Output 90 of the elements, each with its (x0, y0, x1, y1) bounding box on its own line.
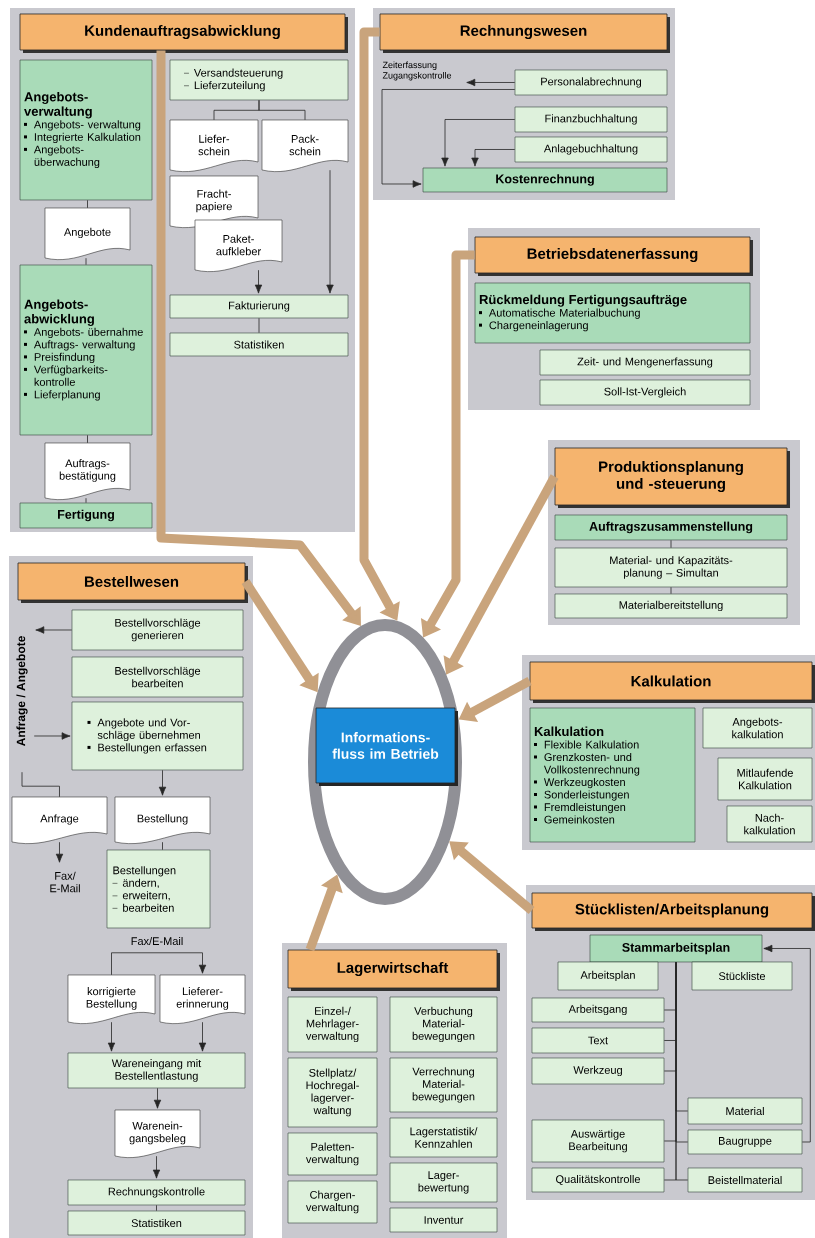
process-box: Bestellvorschläge bearbeiten (71, 656, 244, 698)
connector-arrow (152, 1155, 161, 1179)
connector-line (670, 539, 672, 549)
process-box: Anlagebuchhaltung (514, 136, 668, 163)
process-box: Personalabrechnung (514, 69, 668, 96)
process-box: Arbeitsplan (557, 961, 659, 991)
process-box: Arbeitsgang (531, 997, 665, 1023)
process-box: Inventur (389, 1207, 498, 1233)
process-box: Mitlaufende Kalkulation (717, 757, 813, 801)
connector-arrow (158, 769, 167, 796)
process-box: Nach- kalkulation (726, 805, 813, 843)
connector-line (258, 317, 260, 334)
connector-line (87, 434, 88, 444)
process-box: Materialbereitstellung (554, 593, 788, 619)
connector-line (21, 771, 60, 798)
process-box: Zeit- und Mengenerfassung (539, 349, 751, 376)
connector-arrow (198, 1021, 207, 1052)
connector-arrow (471, 149, 516, 167)
section-header: Rechnungswesen (379, 13, 670, 53)
section-header: Bestellwesen (17, 562, 248, 603)
ring-shape (308, 619, 462, 905)
section-header: Betriebsdatenerfassung (474, 236, 753, 276)
text-label: Fax/ E-Mail (50, 871, 80, 893)
connector-arrow (441, 119, 516, 167)
process-box: Paletten- verwaltung (287, 1132, 378, 1176)
process-box: Stammarbeitsplan (589, 934, 763, 963)
process-box: Material (687, 1097, 803, 1125)
process-box: Baugruppe (687, 1129, 803, 1155)
flow-arrow (449, 841, 535, 914)
connector-line (670, 586, 672, 595)
process-box: Finanzbuchhaltung (514, 106, 668, 133)
process-box: Stellplatz/ Hochregal- lagerver- waltung (287, 1057, 378, 1128)
center-box: Informations- fluss im Betrieb (315, 707, 458, 786)
process-box: Auswärtige Bearbeitung (531, 1119, 665, 1163)
process-box: Statistiken (67, 1210, 246, 1236)
connector-arrow (111, 952, 207, 976)
connector-line (85, 497, 87, 504)
process-box: Soll-Ist-Vergleich (539, 379, 751, 406)
process-box: Versandsteuerung Lieferzuteilung (169, 59, 349, 101)
connector-arrow (326, 169, 334, 294)
connector-arrow (107, 1021, 116, 1052)
process-box: Lager- bewertung (389, 1162, 498, 1203)
process-box: Angebots- verwaltung Angebots- verwaltung Integrierte Kalkulation Angebots- überwachung (19, 59, 153, 201)
process-box: Text (531, 1027, 665, 1054)
connector-arrow (466, 78, 516, 87)
process-box: Rechnungskontrolle (67, 1179, 246, 1206)
process-box: Material- und Kapazitäts- planung – Simultan (554, 547, 788, 588)
process-box: Einzel-/ Mehrlager- verwaltung (287, 996, 378, 1053)
connector-line (85, 257, 87, 266)
section-header: Produktionsplanung und -steuerung (554, 447, 790, 508)
process-box: Qualitätskontrolle (531, 1167, 665, 1193)
text-label: Zeiterfassung Zugangskontrolle (382, 61, 452, 81)
process-box: Wareneingang mit Bestellentlastung (67, 1052, 246, 1089)
connector-line (87, 199, 88, 209)
process-box: Werkzeug (531, 1057, 665, 1085)
process-box: Chargen- verwaltung (287, 1180, 378, 1224)
connector-arrow (763, 944, 811, 1143)
section-header: Kundenauftragsabwicklung (19, 13, 348, 53)
process-box: Verbuchung Material- bewegungen (389, 996, 498, 1053)
section-header: Lagerwirtschaft (287, 949, 500, 991)
process-box: Beistellmaterial (687, 1167, 803, 1193)
connector-line (675, 961, 689, 1181)
process-box: Lagerstatistik/ Kennzahlen (389, 1117, 498, 1158)
connector-line (162, 841, 163, 851)
vertical-label: Anfrage / Angebote (16, 636, 28, 747)
edge-label: Fax/E-Mail (129, 935, 185, 947)
process-box: Angebots- kalkulation (702, 707, 813, 749)
connector-line (156, 1204, 157, 1212)
section-header: Stücklisten/Arbeitsplanung (531, 892, 815, 931)
process-box: Angebote und Vor- schläge übernehmen Bestellungen erfassen (71, 701, 244, 771)
connector-line (258, 99, 306, 121)
process-box: Kostenrechnung (422, 167, 668, 193)
process-box: Angebots- abwicklung Angebots- übernahme Auftrags- verwaltung Preisfindung Verfügbarkeits- kontrolle Lieferplanung (19, 264, 153, 436)
process-box: Fakturierung (169, 294, 349, 319)
connector-arrow (33, 732, 71, 740)
process-box: Rückmeldung Fertigungsaufträge Automatische Materialbuchung Chargeneinlagerung (474, 282, 751, 344)
section-header: Kalkulation (529, 661, 815, 703)
process-box: Fertigung (19, 502, 153, 529)
process-box: Statistiken (169, 332, 349, 357)
process-box: Stückliste (691, 961, 793, 991)
process-box: Bestellungen ändern, erweitern, bearbeiten (106, 849, 211, 929)
connector-arrow (381, 89, 516, 188)
process-box: Bestellvorschläge generieren (71, 609, 244, 651)
connector-arrow (35, 626, 73, 634)
process-box: Verrechnung Material- bewegungen (389, 1057, 498, 1113)
connector-arrow (55, 841, 64, 863)
connector-arrow (153, 1087, 162, 1109)
connector-arrow (254, 269, 263, 294)
process-box: Kalkulation Flexible Kalkulation Grenzkosten- und Vollkostenrechnung Werkzeugkosten Sonderleistungen Fremdleistungen Gemeinkosten (529, 707, 696, 843)
process-box: Auftragszusammenstellung (554, 514, 788, 541)
